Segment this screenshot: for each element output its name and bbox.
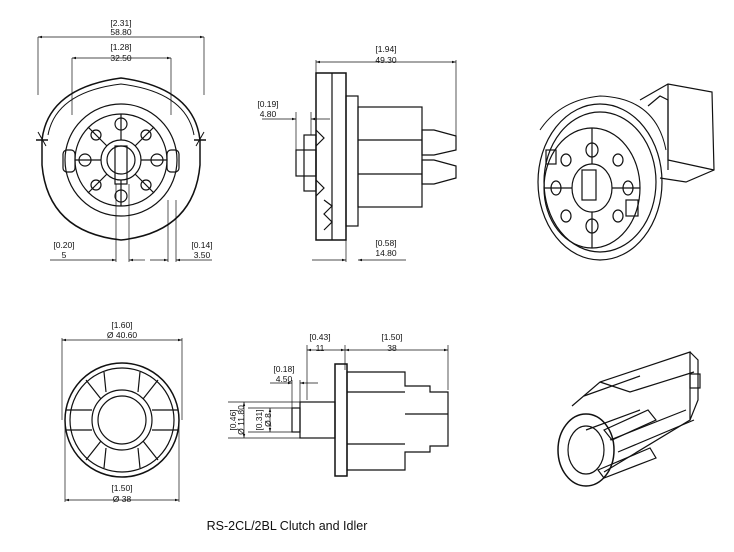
dim-left-offset-mm: 5: [62, 250, 67, 260]
dim-hole-in: [1.28]: [110, 42, 131, 52]
dim-hole-mm: 32.50: [110, 53, 132, 63]
clutch-front-dims: [2.31] 58.80 [1.28] 32.50 [0.20] 5 [0.14…: [53, 18, 212, 260]
dim-hub-length-in: [0.43]: [309, 332, 330, 342]
idler-front-view: [61, 338, 183, 502]
clutch-front-view: [36, 35, 212, 262]
dim-left-offset-in: [0.20]: [53, 240, 74, 250]
dim-right-offset-in: [0.14]: [191, 240, 212, 250]
dim-length-mm: 49.30: [375, 55, 397, 65]
dim-flange-in: [0.58]: [375, 238, 396, 248]
dim-hub-in: [0.19]: [257, 99, 278, 109]
dim-inner-in: [1.50]: [111, 483, 132, 493]
clutch-side-dims: [1.94] 49.30 [0.19] 4.80 [0.58] 14.80: [257, 44, 397, 258]
dim-hub-mm: 4.80: [260, 109, 277, 119]
dim-hub-length-mm: 11: [316, 343, 325, 353]
dim-width-in: [2.31]: [110, 18, 131, 28]
dim-outer-in: [1.60]: [111, 320, 132, 330]
dim-body-length-mm: 38: [387, 343, 397, 353]
dim-body-length-in: [1.50]: [381, 332, 402, 342]
dim-outer-mm: Ø 40.60: [107, 330, 138, 340]
idler-front-dims: [1.60] Ø 40.60 [1.50] Ø 38: [107, 320, 138, 504]
dim-flange-mm: 14.80: [375, 248, 397, 258]
dim-width-mm: 58.80: [110, 27, 132, 37]
dim-dia1-mm: Ø 11.80: [236, 405, 246, 435]
idler-side-dims: [0.43] 11 [1.50] 38 [0.18] 4.50 [0.46] Ø…: [228, 332, 403, 435]
clutch-isometric-view: [537, 83, 715, 261]
dim-inner-mm: Ø 38: [113, 494, 132, 504]
dim-dia2-in: [0.31]: [254, 409, 264, 430]
dim-length-in: [1.94]: [375, 44, 396, 54]
idler-isometric-view: [557, 351, 701, 487]
idler-side-view: [228, 345, 449, 477]
dim-dia2-mm: Ø 8: [263, 413, 273, 427]
drawing-caption: RS-2CL/2BL Clutch and Idler: [207, 519, 368, 533]
dim-pin-in: [0.18]: [273, 364, 294, 374]
dim-dia1-in: [0.46]: [228, 409, 238, 430]
dim-right-offset-mm: 3.50: [194, 250, 211, 260]
dim-pin-mm: 4.50: [276, 374, 293, 384]
clutch-side-view: [262, 60, 457, 262]
